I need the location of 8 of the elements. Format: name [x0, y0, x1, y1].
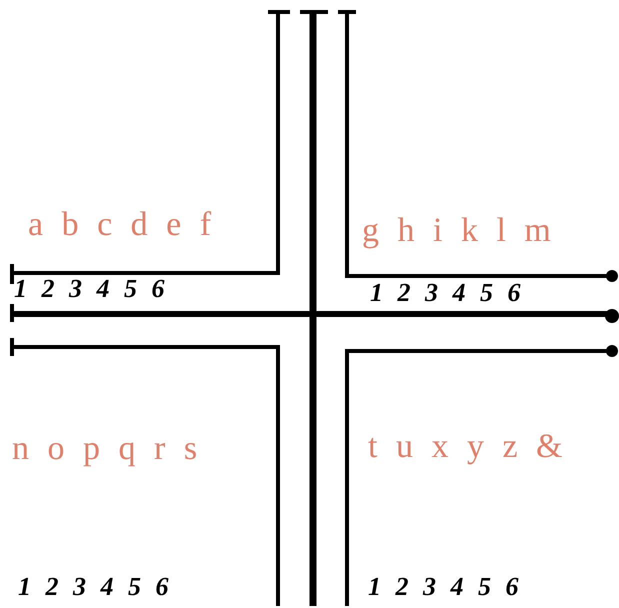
number-row: 1 2 3 4 5 6 — [18, 574, 168, 600]
letter-row: a b c d e f — [28, 208, 212, 242]
letter-row: t u x y z & — [368, 430, 562, 464]
letter-row: g h i k l m — [362, 214, 551, 248]
number-row: 1 2 3 4 5 6 — [14, 276, 164, 302]
number-row: 1 2 3 4 5 6 — [370, 280, 520, 306]
letter-row: n o p q r s — [12, 432, 198, 466]
number-row: 1 2 3 4 5 6 — [368, 574, 518, 600]
